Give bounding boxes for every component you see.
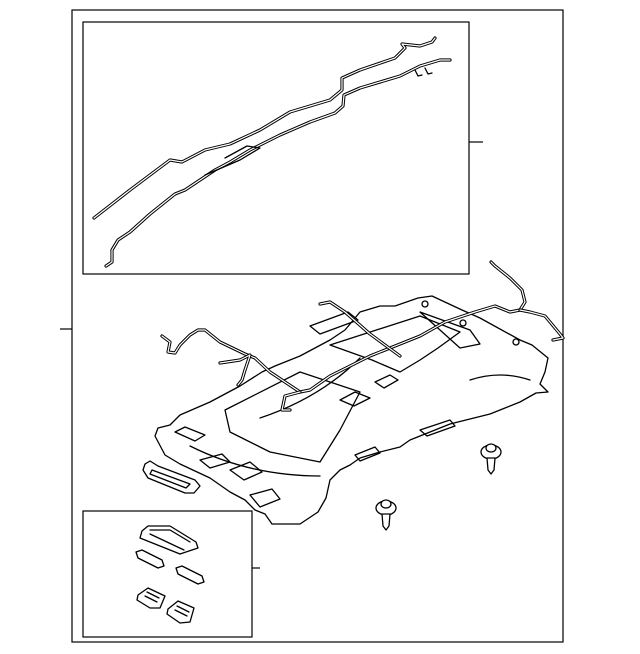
dome-lamp bbox=[142, 460, 201, 494]
lamp-inset-frame bbox=[82, 510, 253, 638]
outer-frame bbox=[71, 9, 564, 643]
rail-inset-frame bbox=[82, 21, 470, 275]
headliner-panel bbox=[154, 295, 549, 525]
lamp-bezel bbox=[136, 587, 195, 624]
retainer-clip bbox=[375, 499, 397, 531]
roof-wiring-harness bbox=[160, 260, 565, 412]
lamp-lens bbox=[135, 549, 205, 585]
retainer-clip bbox=[480, 443, 502, 475]
lamp-assembly bbox=[139, 525, 199, 555]
roof-rail-rear bbox=[104, 58, 452, 268]
roof-rail-front bbox=[92, 36, 437, 220]
